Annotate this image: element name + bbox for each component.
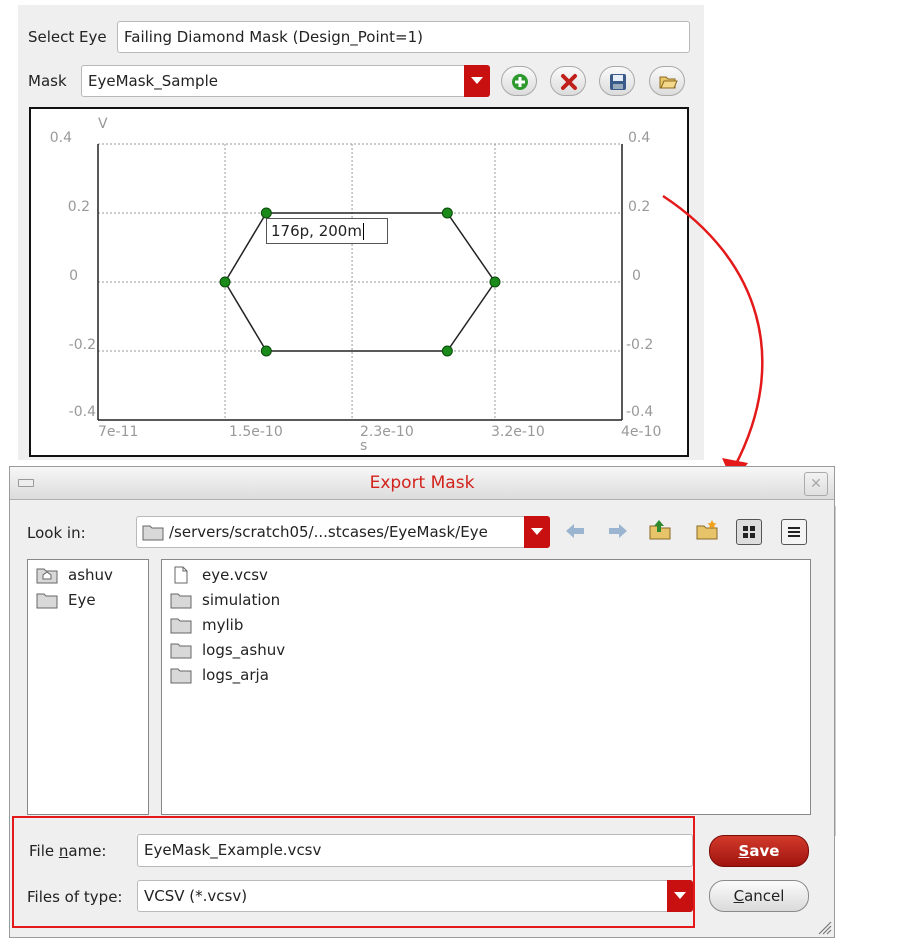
save-button[interactable]: Save (709, 835, 809, 867)
dialog-titlebar[interactable]: Export Mask ✕ (10, 467, 834, 500)
x-tick-label: 4e-10 (621, 424, 662, 440)
up-folder-button[interactable] (647, 518, 673, 546)
x-axis-unit: s (360, 438, 368, 454)
file-type-select[interactable]: VCSV (*.vcsv) (137, 880, 693, 912)
text-cursor (362, 223, 364, 240)
files-panel: eye.vcsv simulation mylib logs_ashuv log… (161, 559, 811, 815)
file-name-label: File name: (29, 842, 107, 860)
places-panel: ashuv Eye (27, 559, 149, 815)
file-label: logs_ashuv (202, 641, 286, 659)
x-tick-label: 7e-11 (98, 424, 139, 440)
folder-icon (170, 668, 192, 684)
mask-vertex-point (489, 276, 501, 288)
mask-vertex-point (260, 207, 272, 219)
save-mask-button[interactable] (599, 66, 635, 96)
list-view-icon (743, 526, 755, 538)
new-folder-button[interactable] (694, 518, 720, 546)
place-label: ashuv (68, 566, 113, 584)
add-icon (512, 74, 528, 90)
y-axis-unit: V (98, 116, 108, 132)
back-button[interactable] (563, 519, 587, 547)
new-folder-icon (696, 520, 718, 540)
file-label: logs_arja (202, 666, 269, 684)
folder-icon (170, 618, 192, 634)
y-tick-label: 0 (69, 268, 78, 284)
delete-mask-button[interactable] (550, 66, 586, 96)
minimize-icon[interactable] (18, 479, 34, 487)
list-view-button[interactable] (736, 519, 762, 545)
mask-select-value: EyeMask_Sample (81, 65, 490, 97)
chevron-down-icon[interactable] (464, 65, 490, 97)
y-tick-label: 0.4 (49, 130, 72, 146)
select-eye-label: Select Eye (28, 28, 107, 46)
x-tick-label: 2.3e-10 (360, 424, 414, 440)
details-view-icon (788, 527, 800, 537)
x-tick-label: 1.5e-10 (229, 424, 283, 440)
delete-icon (561, 74, 577, 90)
highlight-box (12, 816, 695, 928)
look-in-select[interactable]: /servers/scratch05/...stcases/EyeMask/Ey… (136, 516, 550, 548)
y-tick-label-right: 0 (632, 268, 641, 284)
y-tick-label: -0.4 (68, 404, 96, 420)
open-mask-button[interactable] (649, 66, 685, 96)
cancel-button[interactable]: Cancel (709, 880, 809, 912)
background-window-edge (835, 506, 836, 836)
home-folder-icon (36, 568, 58, 584)
dialog-title: Export Mask (369, 473, 475, 493)
mask-vertex-point (441, 207, 453, 219)
file-label: simulation (202, 591, 281, 609)
y-tick-label-right: 0.4 (628, 130, 651, 146)
resize-grip-icon[interactable] (816, 919, 832, 935)
annotation-arrow (662, 194, 764, 483)
folder-icon (170, 643, 192, 659)
file-type-value: VCSV (*.vcsv) (137, 880, 693, 912)
mask-select[interactable]: EyeMask_Sample (81, 65, 490, 97)
place-label: Eye (68, 591, 96, 609)
y-tick-label: -0.2 (68, 337, 96, 353)
folder-icon (36, 593, 58, 609)
chevron-down-icon[interactable] (524, 516, 550, 548)
coordinate-tooltip: 176p, 200m (266, 218, 388, 244)
look-in-label: Look in: (27, 524, 86, 542)
mask-vertex-point (260, 345, 272, 357)
back-icon (566, 524, 584, 538)
save-icon (610, 74, 626, 90)
plot-axes (97, 144, 623, 421)
mask-vertex-point (219, 276, 231, 288)
folder-icon (142, 525, 164, 541)
plot-grid (98, 143, 622, 420)
file-type-label: Files of type: (27, 888, 123, 906)
mask-vertices (219, 207, 501, 357)
x-tick-label: 3.2e-10 (491, 424, 545, 440)
close-icon[interactable]: ✕ (804, 472, 828, 496)
look-in-value: /servers/scratch05/...stcases/EyeMask/Ey… (136, 516, 550, 548)
up-folder-icon (649, 520, 671, 540)
file-name-input[interactable]: EyeMask_Example.vcsv (137, 834, 693, 867)
mask-label: Mask (28, 72, 67, 90)
file-icon (174, 566, 188, 584)
file-label: eye.vcsv (202, 566, 268, 584)
details-view-button[interactable] (781, 519, 807, 545)
y-tick-label-right: -0.2 (626, 337, 654, 353)
folder-icon (170, 593, 192, 609)
add-mask-button[interactable] (501, 66, 537, 96)
open-folder-icon (659, 76, 678, 89)
chevron-down-icon[interactable] (667, 880, 693, 912)
forward-icon (609, 524, 627, 538)
export-mask-dialog: Export Mask ✕ Look in: /servers/scratch0… (9, 466, 835, 938)
y-tick-label-right: -0.4 (626, 404, 654, 420)
select-eye-field[interactable]: Failing Diamond Mask (Design_Point=1) (117, 21, 690, 53)
file-label: mylib (202, 616, 244, 634)
y-tick-label-right: 0.2 (628, 199, 651, 215)
y-tick-label: 0.2 (67, 199, 90, 215)
tooltip-text: 176p, 200m (271, 222, 362, 240)
mask-vertex-point (441, 345, 453, 357)
forward-button[interactable] (606, 519, 630, 547)
